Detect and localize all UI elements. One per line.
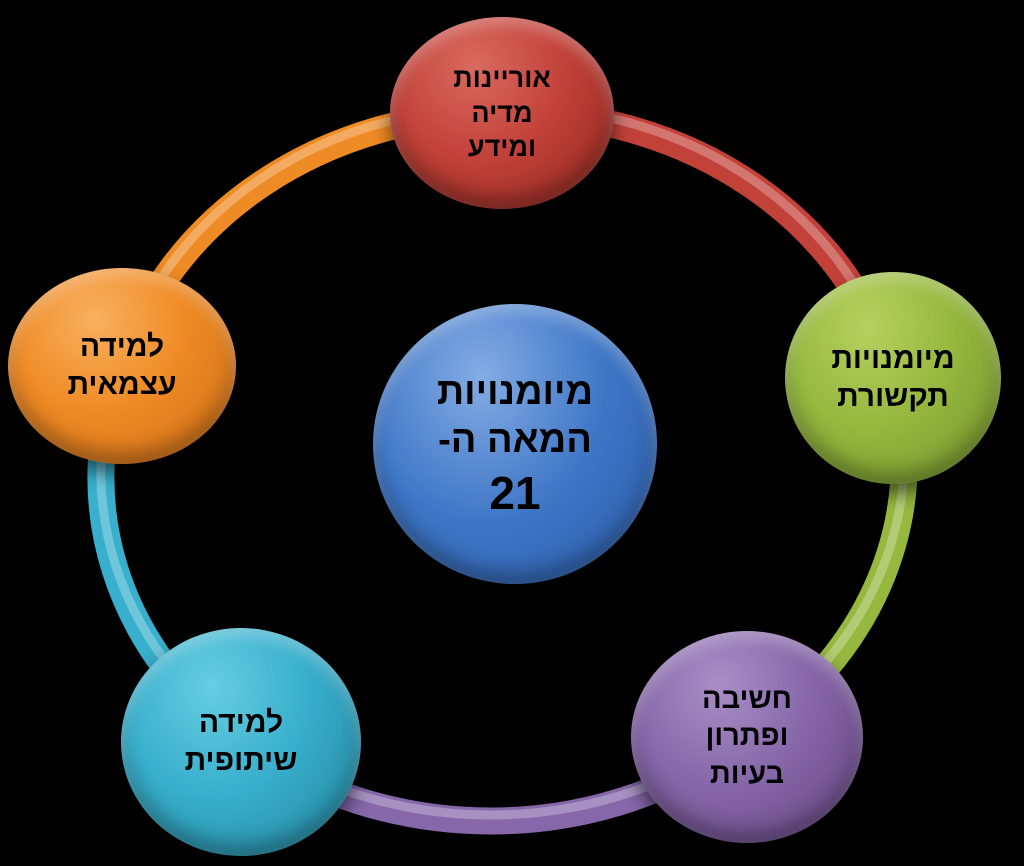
node-collaborative-learning: למידה שיתופית xyxy=(121,628,361,856)
node-independent-learning-label: למידה עצמאית xyxy=(67,329,177,401)
center-label-line-1: מיומנויות xyxy=(436,371,594,414)
node-independent-learning: למידה עצמאית xyxy=(8,268,236,464)
node-center-21st-century-skills: מיומנויות המאה ה- 21 xyxy=(373,304,657,584)
node-communication-skills-label: מיומנויות תקשורת xyxy=(831,341,955,413)
node-collaborative-learning-label: למידה שיתופית xyxy=(184,705,298,777)
node-media-information-literacy: אוריינות מדיה ומידע xyxy=(390,17,614,209)
node-thinking-problem-solving-label: חשיבה ופתרון בעיות xyxy=(702,683,792,790)
center-label: מיומנויות המאה ה- 21 xyxy=(437,369,593,519)
center-label-line-2: המאה ה- xyxy=(438,418,592,461)
node-media-information-literacy-label: אוריינות מדיה ומידע xyxy=(453,63,551,163)
node-thinking-problem-solving: חשיבה ופתרון בעיות xyxy=(631,631,863,843)
node-communication-skills: מיומנויות תקשורת xyxy=(785,272,1001,484)
center-label-line-3: 21 xyxy=(489,467,541,520)
